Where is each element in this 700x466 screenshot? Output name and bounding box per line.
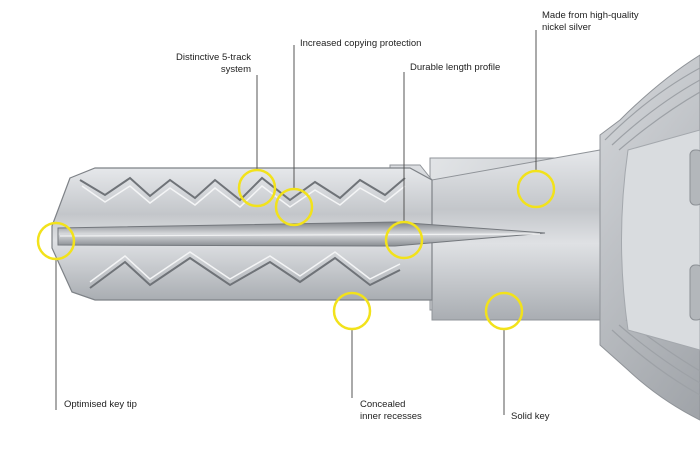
head-slot-top — [690, 150, 700, 205]
label-solid-key: Solid key — [511, 411, 550, 423]
label-key-tip: Optimised key tip — [64, 399, 137, 411]
label-inner-recesses: Concealed inner recesses — [360, 399, 422, 423]
label-copy-protection: Increased copying protection — [300, 38, 421, 50]
label-five-track: Distinctive 5-track system — [150, 52, 251, 76]
head-panel — [622, 130, 700, 350]
head-slot-bottom — [690, 265, 700, 320]
label-material: Made from high-quality nickel silver — [542, 10, 639, 34]
label-length-profile: Durable length profile — [410, 62, 500, 74]
